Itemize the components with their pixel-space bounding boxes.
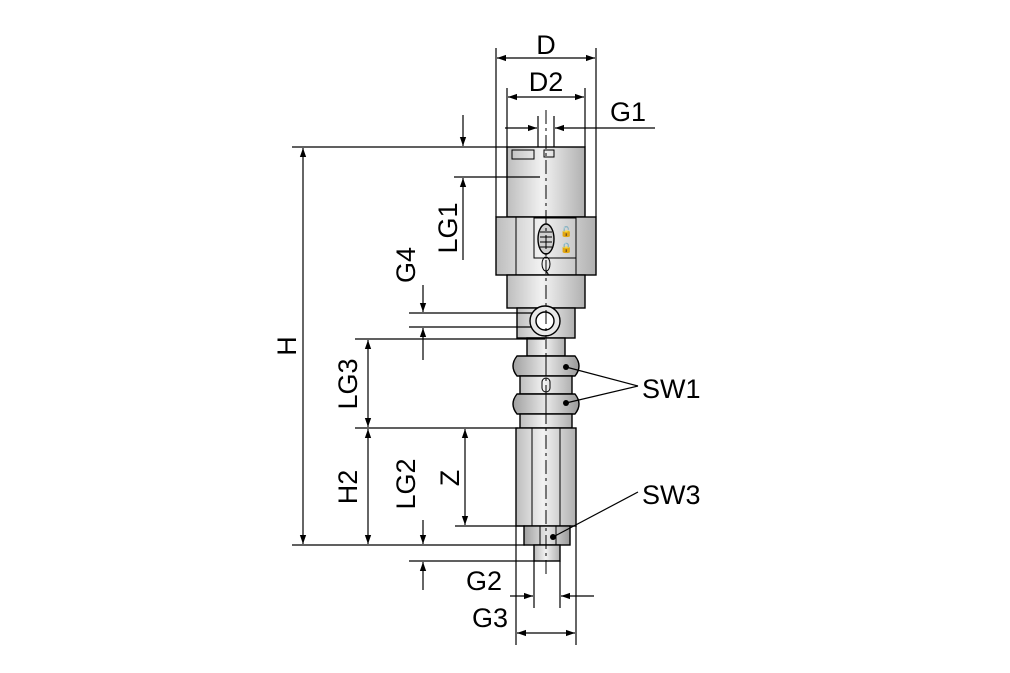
label-z: Z	[435, 470, 465, 487]
indicator-window	[533, 217, 577, 259]
port-inner	[535, 311, 555, 331]
plunger-tip	[533, 544, 561, 562]
label-sw1: SW1	[642, 374, 701, 404]
label-g1: G1	[610, 97, 646, 127]
unlock-icon: 🔓	[560, 225, 572, 238]
label-g2: G2	[466, 566, 502, 596]
label-lg2: LG2	[391, 458, 421, 509]
lock-icon: 🔒	[560, 242, 572, 254]
top-cap-pin	[543, 149, 555, 158]
dimension-labels: D D2 G1 LG1 G4 H LG3 SW1 H2 LG2 Z SW3 G2…	[272, 30, 701, 633]
label-sw3: SW3	[642, 480, 701, 510]
label-h2: H2	[333, 470, 363, 505]
bottom-nut	[523, 525, 571, 546]
label-g4: G4	[391, 247, 421, 283]
label-h: H	[272, 336, 302, 356]
valve-body: 🔓 🔒	[495, 110, 597, 575]
dimension-lines	[292, 48, 655, 645]
label-d2: D2	[529, 67, 564, 97]
top-cap-slot	[511, 149, 535, 160]
label-d: D	[536, 30, 556, 60]
label-g3: G3	[472, 603, 508, 633]
label-lg3: LG3	[333, 358, 363, 409]
label-lg1: LG1	[433, 202, 463, 253]
